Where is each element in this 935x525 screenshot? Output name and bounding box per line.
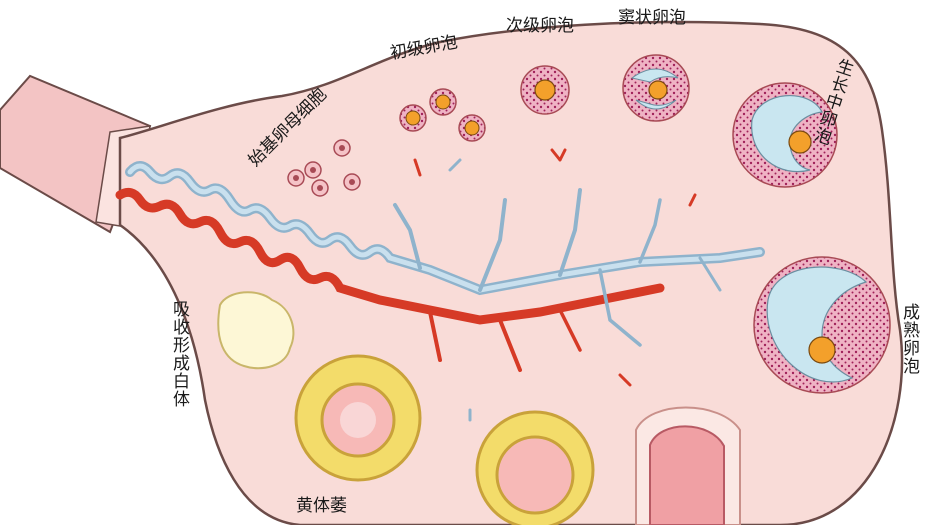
antral-follicle (622, 54, 690, 122)
label-mature-follicle: 成熟卵泡 (899, 303, 919, 375)
artery (115, 187, 665, 325)
primary-follicles (399, 88, 486, 142)
corpus-luteum-2 (475, 410, 595, 525)
corpus-luteum-1 (294, 354, 422, 482)
growing-follicle (732, 82, 838, 188)
label-corpus-luteum: 黄体萎 (296, 496, 347, 516)
secondary-follicle (520, 65, 570, 115)
label-secondary-follicle: 次级卵泡 (506, 16, 574, 36)
primordial-follicles (287, 139, 361, 197)
vessel-branches (393, 148, 722, 422)
corpus-luteum-3 (635, 406, 741, 525)
label-absorb-white-body: 吸收形成白体 (169, 300, 189, 408)
corpus-albicans (217, 291, 295, 370)
mature-follicle (753, 256, 891, 394)
label-antral-follicle: 窦状卵泡 (618, 8, 686, 28)
